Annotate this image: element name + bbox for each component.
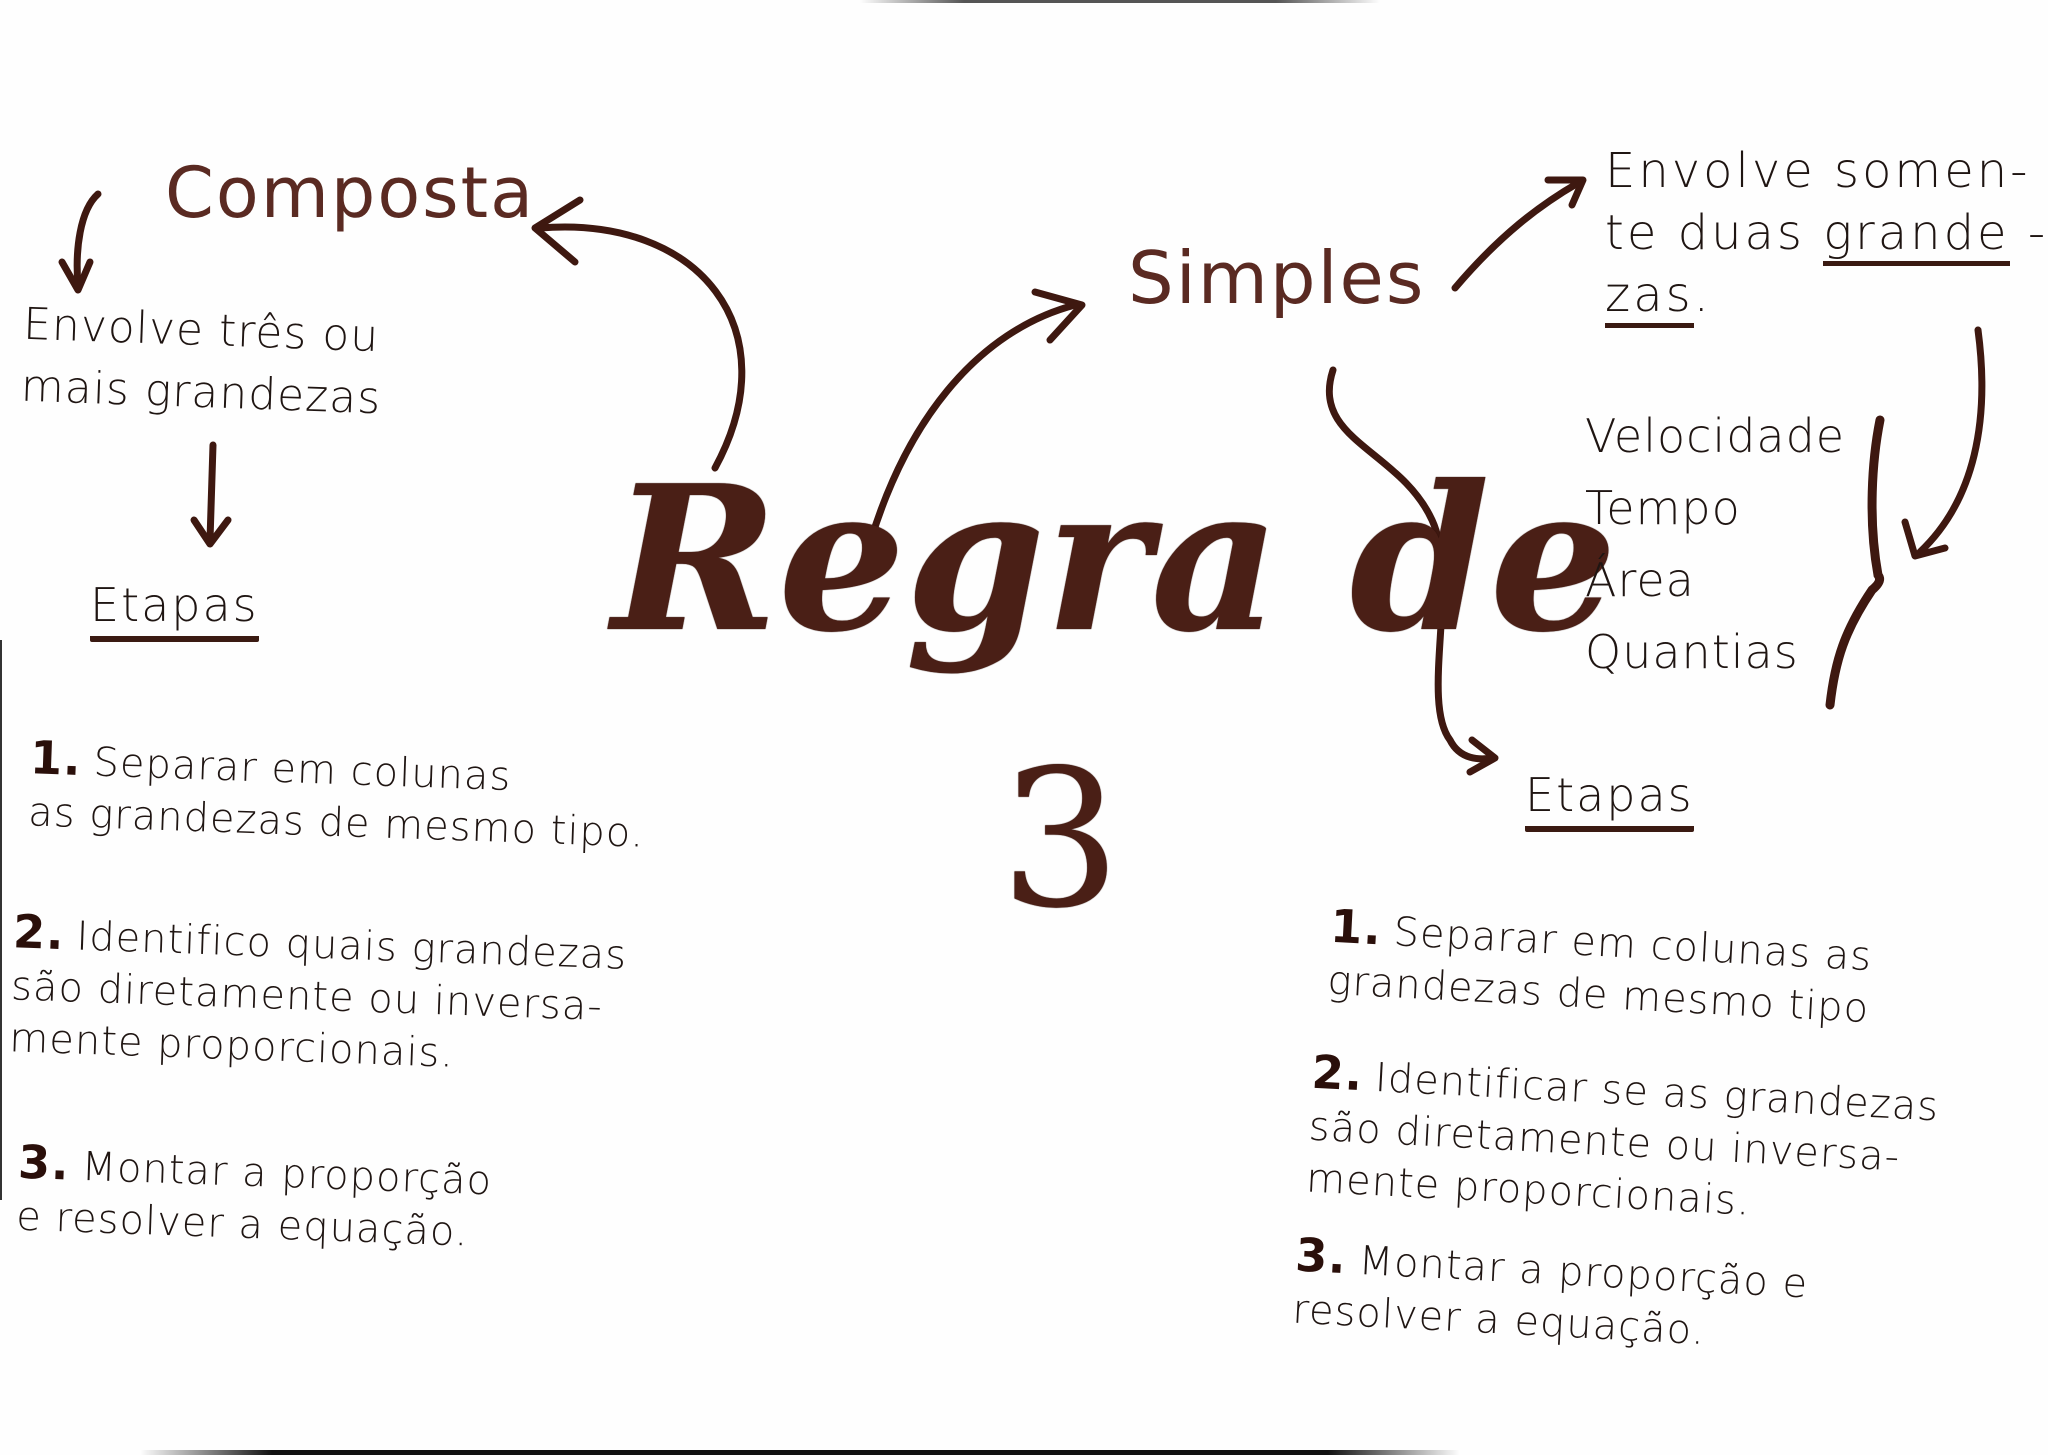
arrow-composta-to-description (73, 190, 102, 289)
arrow-simples-to-description (1451, 179, 1582, 292)
arrow-description-to-etapas (206, 441, 217, 544)
main-title-number: 3 (1000, 729, 1121, 950)
arrow-center-to-composta (536, 223, 746, 472)
example-item: Quantias (1585, 625, 1799, 679)
simples-examples-list: Velocidade Tempo Área Quantias (1585, 400, 1845, 688)
step-text: Separar em colunas as grandezas de mesmo… (27, 739, 646, 857)
arrow-center-to-simples-head (1031, 288, 1086, 344)
composta-step-3: 3.Montar a proporção e resolver a equaçã… (15, 1084, 495, 1259)
step-number: 2. (1310, 1044, 1365, 1102)
arrow-center-to-simples (858, 301, 1079, 576)
composta-description-line2: mais grandezas (20, 360, 383, 425)
example-item: Velocidade (1585, 409, 1846, 463)
paper-edge-bottom (140, 1450, 1460, 1455)
paper-edge-left (0, 640, 2, 1200)
simples-description-line2: te duas grande - (1605, 202, 2048, 266)
example-item: Área (1585, 553, 1695, 607)
step-number: 3. (17, 1134, 71, 1191)
branch-composta-label: Composta (165, 152, 535, 234)
simples-description: Envolve somen- te duas grande - zas. (1605, 140, 2048, 328)
step-number: 2. (12, 904, 66, 961)
step-number: 1. (29, 730, 83, 787)
step-number: 1. (1329, 898, 1384, 956)
underlined-word: grande (1823, 205, 2010, 266)
composta-step-1: 1.Separar em colunas as grandezas de mes… (27, 679, 649, 859)
simples-description-line3: zas. (1605, 264, 2048, 328)
main-title: Regra de (612, 450, 1617, 670)
arrow-simples-to-etapas (1325, 366, 1496, 763)
arrow-center-to-composta-head (531, 196, 584, 266)
brace-icon (1825, 415, 1885, 710)
step-text: Montar a proporção e resolver a equação. (15, 1143, 493, 1256)
step-text: Montar a proporção e resolver a equação. (1291, 1237, 1810, 1355)
main-title-line1: Regra de (612, 442, 1617, 677)
branch-simples-label: Simples (1128, 236, 1426, 320)
arrow-description-to-examples-head (1901, 518, 1949, 560)
arrow-description-to-examples (1916, 326, 1986, 556)
arrow-composta-to-description-head (58, 258, 94, 294)
step-number: 3. (1294, 1227, 1349, 1285)
example-item: Tempo (1585, 481, 1741, 535)
composta-step-2: 2.Identifico quais grandezas são diretam… (9, 853, 630, 1085)
arrow-simples-to-etapas-head (1466, 736, 1499, 776)
composta-steps-heading: Etapas (90, 578, 259, 642)
simples-step-3: 3.Montar a proporção e resolver a equaçã… (1291, 1177, 1812, 1363)
step-text: Identifico quais grandezas são diretamen… (8, 913, 628, 1077)
composta-description: Envolve três ou mais grandezas (20, 294, 384, 430)
simples-steps-heading: Etapas (1525, 768, 1694, 832)
underlined-word: zas (1605, 267, 1694, 328)
arrow-simples-to-description-head (1544, 176, 1587, 209)
arrow-description-to-etapas-head (190, 516, 232, 548)
simples-description-line1: Envolve somen- (1605, 143, 2031, 199)
paper-edge-top (860, 0, 1380, 3)
